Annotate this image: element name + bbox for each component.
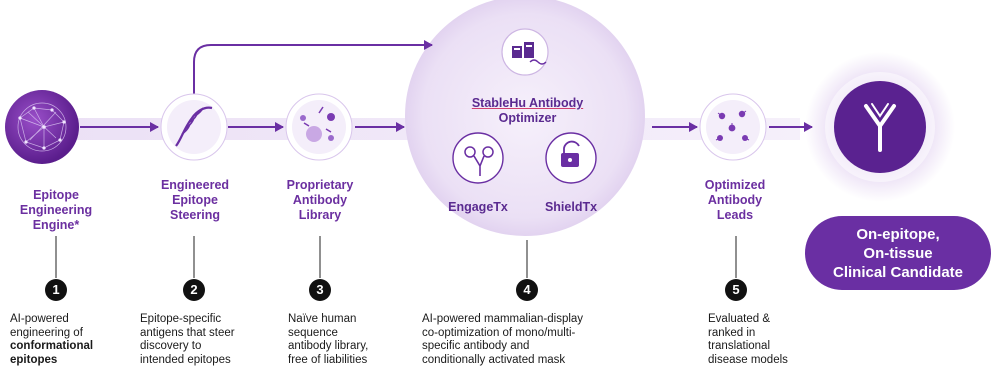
step-number-4: 4 [516,279,538,301]
network-sphere-icon [5,90,79,164]
target-antibody-icon [452,132,504,184]
step-number-2: 2 [183,279,205,301]
optimizer-title: StableHu Antibody Optimizer [471,96,584,125]
lock-key-icon [545,132,597,184]
step-number-3: 3 [309,279,331,301]
antibody-library-icon [285,93,353,161]
shieldtx-label: ShieldTx [544,200,598,214]
lab-dna-icon [501,28,549,76]
step-number-5: 5 [725,279,747,301]
molecules-icon [699,93,767,161]
protein-helix-icon [160,93,228,161]
top-arrow [193,40,433,108]
engagetx-label: EngageTx [448,200,508,214]
step-number-1: 1 [45,279,67,301]
antibody-y-icon [825,72,935,182]
